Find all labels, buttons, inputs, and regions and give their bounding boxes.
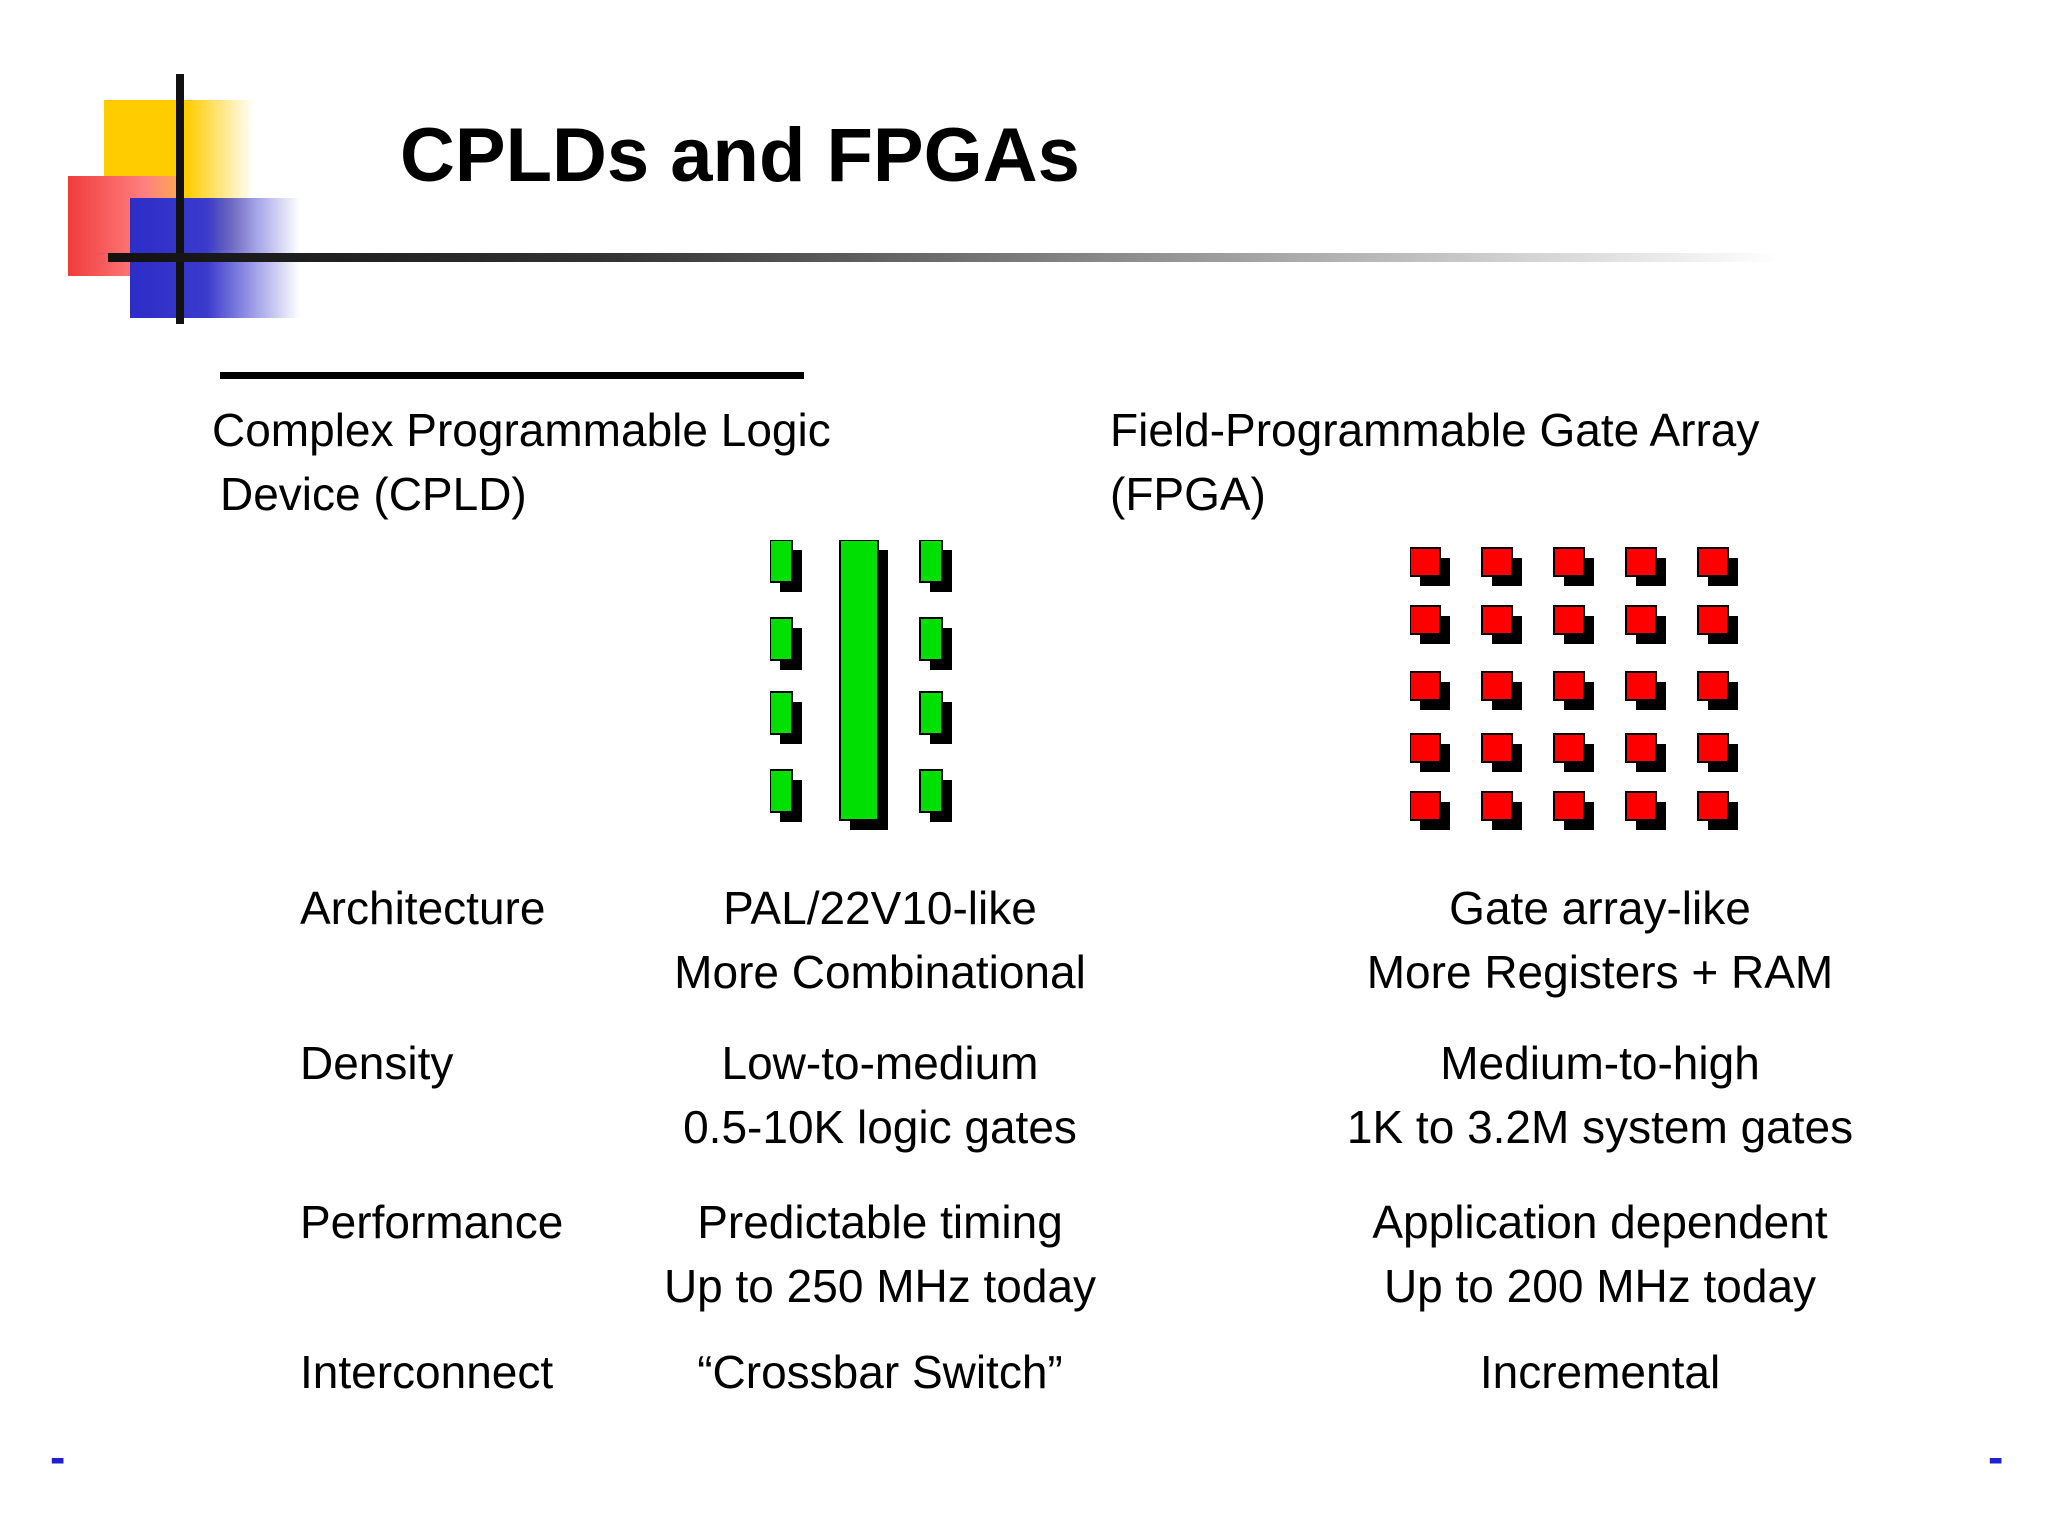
fpga-cell: [1625, 671, 1657, 701]
cell-line: 1K to 3.2M system gates: [1346, 1101, 1854, 1153]
fpga-cell: [1553, 605, 1585, 635]
logo-vertical-line: [176, 74, 184, 324]
cpld-performance: Predictable timing Up to 250 MHz today: [560, 1190, 1200, 1318]
cell-line: More Combinational: [674, 946, 1086, 998]
fpga-cell: [1410, 547, 1441, 577]
fpga-cell: [1625, 547, 1657, 577]
fpga-heading-line2: (FPGA): [1110, 468, 1266, 520]
fpga-cell: [1553, 733, 1585, 763]
fpga-heading: Field-Programmable Gate Array (FPGA): [1110, 398, 1759, 526]
fpga-cells: [1410, 547, 1738, 830]
fpga-cell: [1410, 791, 1441, 821]
section-rule: [220, 372, 804, 379]
cell-line: Up to 250 MHz today: [663, 1260, 1097, 1312]
fpga-heading-line1: Field-Programmable Gate Array: [1110, 404, 1760, 456]
cell-line: Low-to-medium: [721, 1037, 1039, 1089]
fpga-cell: [1697, 791, 1729, 821]
cell-line: Incremental: [1479, 1346, 1721, 1398]
cell-line: Gate array-like: [1449, 882, 1751, 934]
fpga-interconnect: Incremental: [1270, 1340, 1930, 1404]
row-label-architecture: Architecture: [300, 882, 546, 934]
fpga-cell: [1481, 791, 1513, 821]
cell-line: Medium-to-high: [1440, 1037, 1760, 1089]
cell-line: Predictable timing: [697, 1196, 1063, 1248]
cpld-heading: Complex Programmable Logic Device (CPLD): [212, 398, 831, 526]
cpld-right-blocks: [919, 540, 952, 822]
cpld-density: Low-to-medium 0.5-10K logic gates: [560, 1031, 1200, 1159]
fpga-cell: [1410, 733, 1441, 763]
fpga-performance: Application dependent Up to 200 MHz toda…: [1270, 1190, 1930, 1318]
cell-line: PAL/22V10-like: [723, 882, 1037, 934]
cpld-architecture: PAL/22V10-like More Combinational: [560, 876, 1200, 1004]
row-label-density: Density: [300, 1037, 454, 1089]
fpga-cell: [1481, 671, 1513, 701]
fpga-cell: [1697, 671, 1729, 701]
cpld-crossbar: [839, 540, 888, 830]
fpga-cell: [1410, 671, 1441, 701]
row-label-interconnect: Interconnect: [300, 1346, 554, 1398]
title-rule: [108, 253, 1780, 262]
slide-title: CPLDs and FPGAs: [400, 113, 1080, 198]
fpga-grid-diagram-icon: [1410, 547, 1738, 830]
cell-line: “Crossbar Switch”: [697, 1346, 1063, 1398]
cell-line: Up to 200 MHz today: [1383, 1260, 1817, 1312]
fpga-cell: [1553, 671, 1585, 701]
fpga-density: Medium-to-high 1K to 3.2M system gates: [1270, 1031, 1930, 1159]
fpga-cell: [1625, 605, 1657, 635]
fpga-cell: [1625, 791, 1657, 821]
row-label-performance: Performance: [300, 1196, 564, 1248]
fpga-cell: [1410, 605, 1441, 635]
footer-right-mark: -: [1988, 1431, 2004, 1483]
fpga-cell: [1625, 733, 1657, 763]
cpld-heading-line2: Device (CPLD): [220, 468, 527, 520]
footer-left-mark: -: [50, 1431, 66, 1483]
cpld-heading-line1: Complex Programmable Logic: [212, 404, 831, 456]
cell-line: 0.5-10K logic gates: [683, 1101, 1077, 1153]
fpga-cell: [1697, 547, 1729, 577]
fpga-cell: [1697, 605, 1729, 635]
slide-logo: [60, 70, 300, 330]
fpga-cell: [1553, 791, 1585, 821]
fpga-cell: [1481, 547, 1513, 577]
cpld-left-blocks: [770, 540, 802, 822]
fpga-cell: [1553, 547, 1585, 577]
fpga-cell: [1697, 733, 1729, 763]
fpga-architecture: Gate array-like More Registers + RAM: [1270, 876, 1930, 1004]
fpga-cell: [1481, 733, 1513, 763]
cpld-diagram-icon: [770, 540, 952, 830]
fpga-cell: [1481, 605, 1513, 635]
cell-line: Application dependent: [1372, 1196, 1828, 1248]
cpld-interconnect: “Crossbar Switch”: [560, 1340, 1200, 1404]
cell-line: More Registers + RAM: [1366, 946, 1834, 998]
